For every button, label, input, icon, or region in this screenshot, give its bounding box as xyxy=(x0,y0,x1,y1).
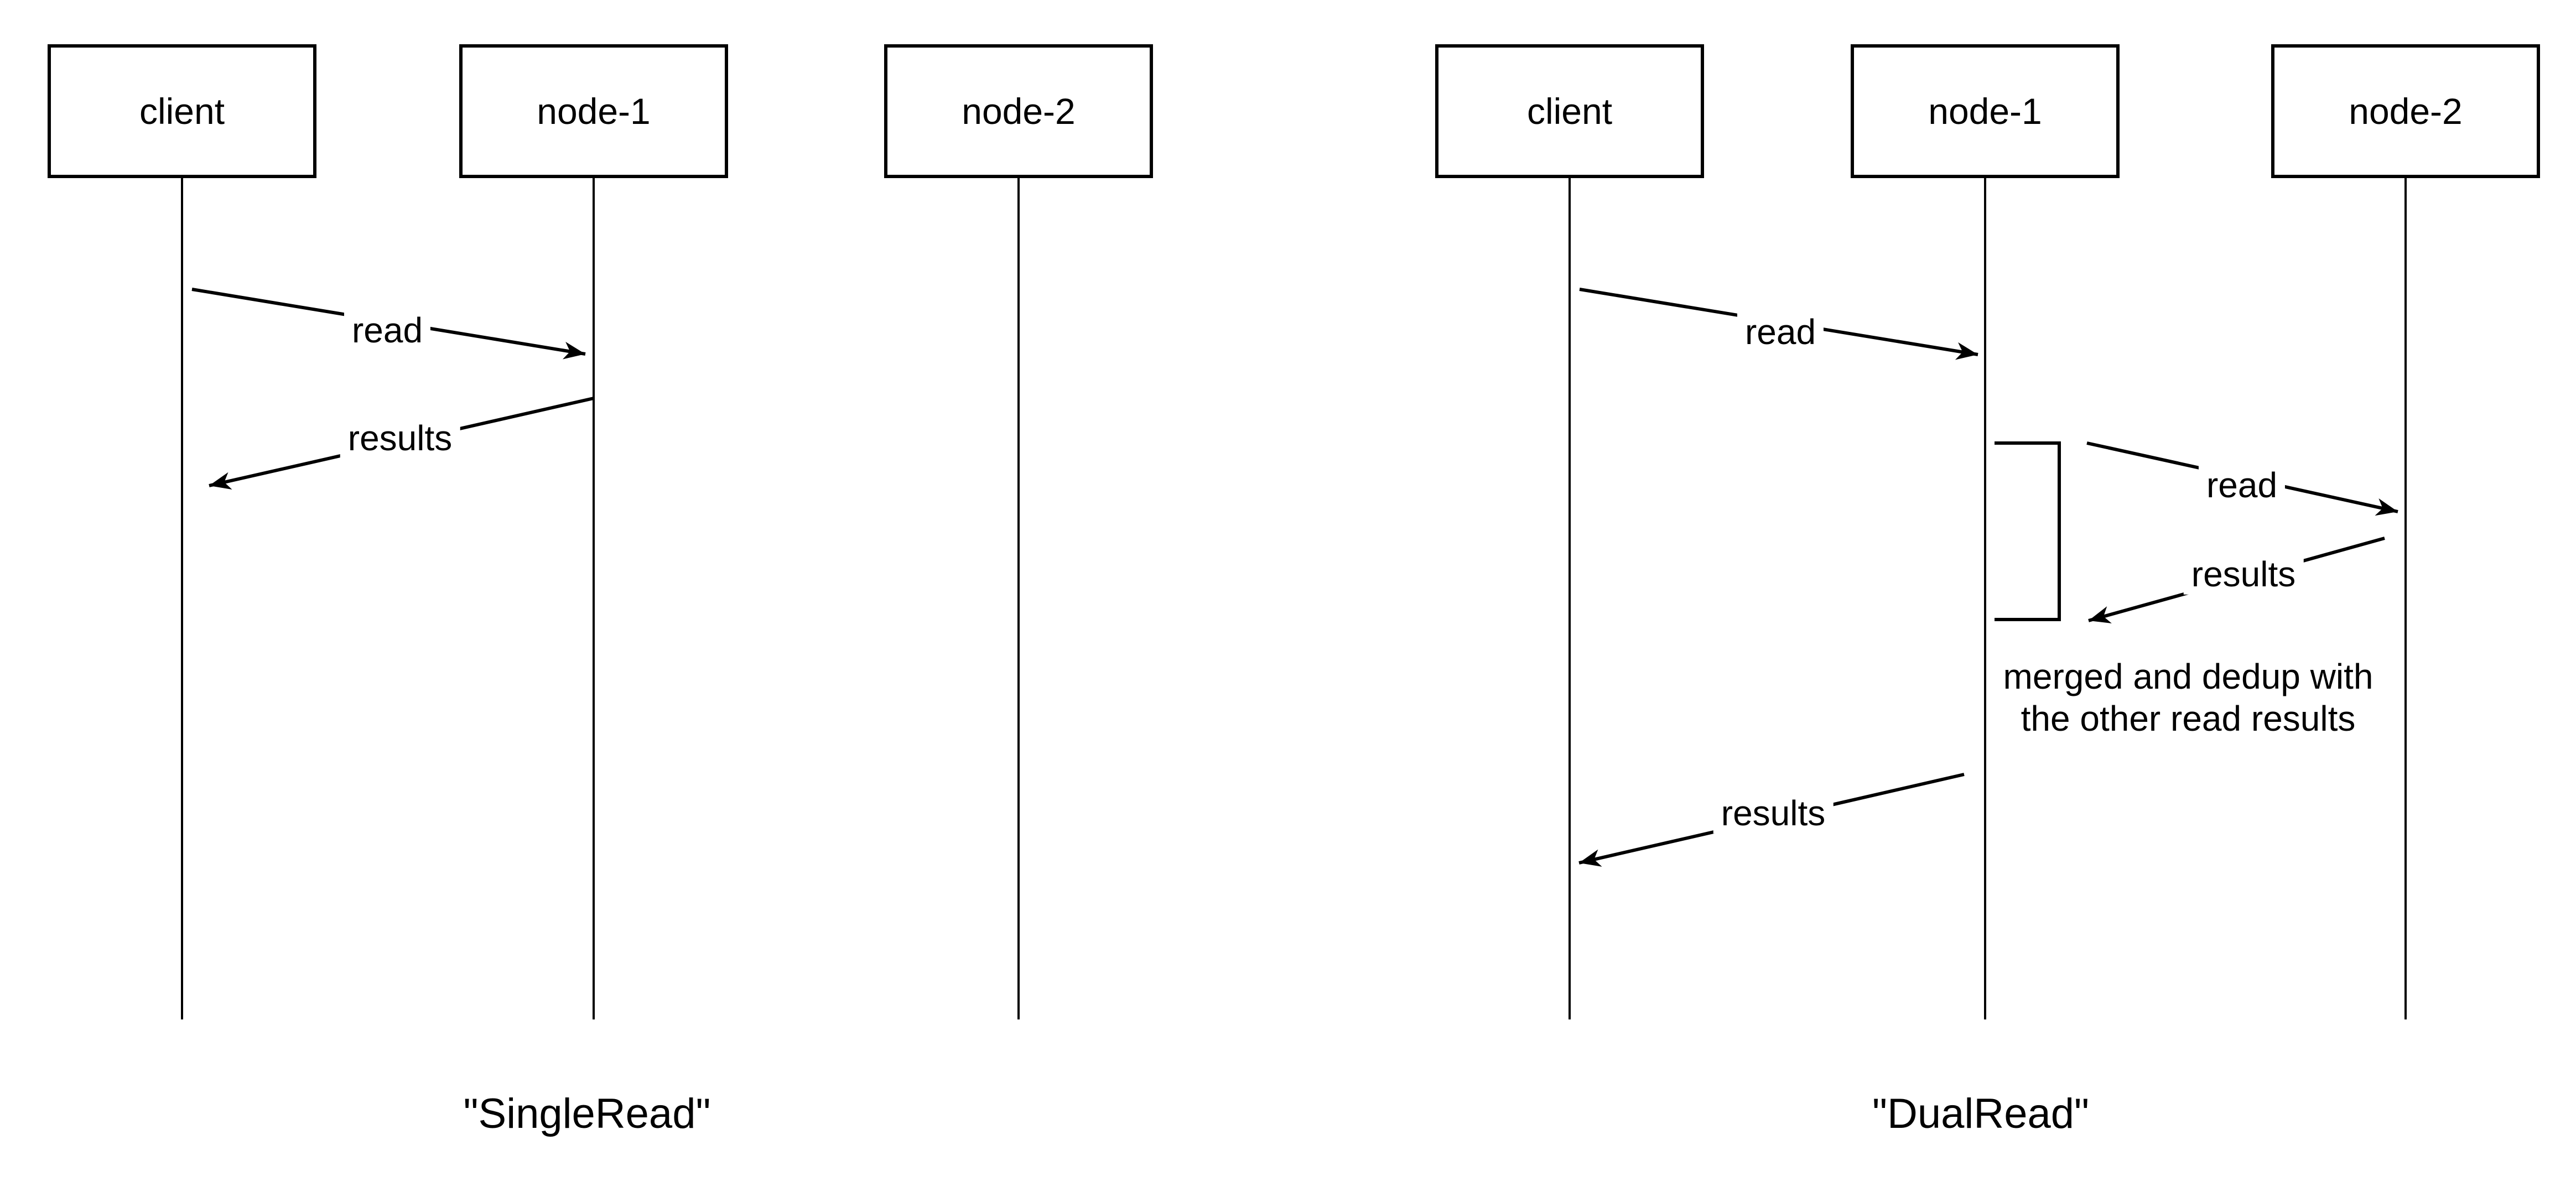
activation-bracket xyxy=(1995,441,2061,621)
message-label-results: results xyxy=(2183,553,2304,595)
actor-label: node-1 xyxy=(1928,91,2042,132)
diagram-caption-singleread: "SingleRead" xyxy=(463,1090,711,1137)
note-text: merged and dedup with the other read res… xyxy=(2003,655,2374,740)
actor-box-right-node2: node-2 xyxy=(2271,44,2540,178)
actor-label: client xyxy=(1526,91,1613,132)
note-line-2: the other read results xyxy=(2021,699,2356,738)
message-label-read: read xyxy=(2198,464,2286,506)
actor-label: client xyxy=(139,91,225,132)
actor-box-left-node2: node-2 xyxy=(884,44,1153,178)
actor-box-right-node1: node-1 xyxy=(1851,44,2120,178)
actor-label: node-2 xyxy=(2349,91,2463,132)
actor-box-left-node1: node-1 xyxy=(459,44,728,178)
actor-box-right-client: client xyxy=(1435,44,1704,178)
actor-label: node-1 xyxy=(537,91,651,132)
message-label-results: results xyxy=(340,417,460,459)
message-label-results: results xyxy=(1713,792,1834,834)
message-label-read: read xyxy=(1737,311,1824,353)
actor-box-left-client: client xyxy=(48,44,316,178)
message-label-read: read xyxy=(344,309,431,351)
actor-label: node-2 xyxy=(962,91,1076,132)
diagram-caption-dualread: "DualRead" xyxy=(1872,1090,2089,1137)
note-line-1: merged and dedup with xyxy=(2003,657,2374,696)
